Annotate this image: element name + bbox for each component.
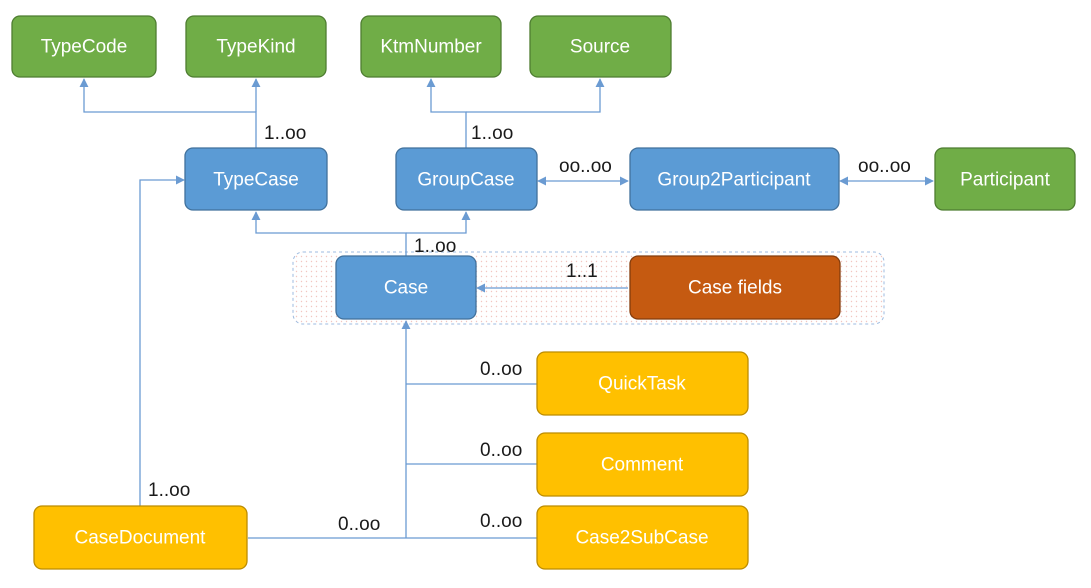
cardinality-casefields-case: 1..1 <box>566 261 598 282</box>
node-case2subcase[interactable]: Case2SubCase <box>536 505 749 570</box>
svg-text:TypeKind: TypeKind <box>216 37 295 58</box>
node-typecase[interactable]: TypeCase <box>184 147 328 211</box>
connector-casedocument-typecase <box>139 175 185 506</box>
cardinality-casedocument-case: 0..oo <box>338 514 380 535</box>
cardinality-case2subcase-case: 0..oo <box>480 511 522 532</box>
node-casedocument[interactable]: CaseDocument <box>33 505 248 570</box>
cardinality-groupcase-group2participant: oo..oo <box>559 156 612 177</box>
svg-text:TypeCase: TypeCase <box>213 170 299 191</box>
cardinality-casedocument-typecase: 1..oo <box>148 480 190 501</box>
cardinality-case-type-group: 1..oo <box>414 236 456 257</box>
connector-case-groupcase <box>406 211 471 234</box>
svg-text:Participant: Participant <box>960 170 1050 191</box>
node-typecode[interactable]: TypeCode <box>11 15 157 78</box>
cardinality-typecase-lookups: 1..oo <box>264 123 306 144</box>
connector-groupcase-source <box>466 78 605 113</box>
cardinality-quicktask-case: 0..oo <box>480 359 522 380</box>
node-comment[interactable]: Comment <box>536 432 749 497</box>
node-groupcase[interactable]: GroupCase <box>395 147 538 211</box>
cardinality-comment-case: 0..oo <box>480 440 522 461</box>
svg-text:QuickTask: QuickTask <box>598 374 686 395</box>
svg-text:Case: Case <box>384 278 428 299</box>
node-typekind[interactable]: TypeKind <box>185 15 327 78</box>
svg-text:CaseDocument: CaseDocument <box>75 528 207 549</box>
node-ktmnumber[interactable]: KtmNumber <box>360 15 502 78</box>
svg-text:GroupCase: GroupCase <box>417 170 514 191</box>
node-quicktask[interactable]: QuickTask <box>536 351 749 416</box>
node-participant[interactable]: Participant <box>934 147 1076 211</box>
node-case-fields[interactable]: Case fields <box>629 255 841 320</box>
node-source[interactable]: Source <box>529 15 672 78</box>
cardinality-group2participant-participant: oo..oo <box>858 156 911 177</box>
connector-groupcase-ktmnumber <box>426 78 467 148</box>
svg-text:Case fields: Case fields <box>688 278 782 299</box>
svg-text:Group2Participant: Group2Participant <box>657 170 811 191</box>
node-group2participant[interactable]: Group2Participant <box>629 147 840 211</box>
svg-text:Case2SubCase: Case2SubCase <box>575 528 708 549</box>
node-case[interactable]: Case <box>335 255 477 320</box>
connector-case-typecase <box>251 211 407 256</box>
svg-text:TypeCode: TypeCode <box>41 37 128 58</box>
cardinality-groupcase-lookups: 1..oo <box>471 123 513 144</box>
connector-typecase-typecode <box>79 78 257 148</box>
svg-text:KtmNumber: KtmNumber <box>380 37 482 58</box>
svg-text:Comment: Comment <box>601 455 684 476</box>
svg-text:Source: Source <box>570 37 630 58</box>
